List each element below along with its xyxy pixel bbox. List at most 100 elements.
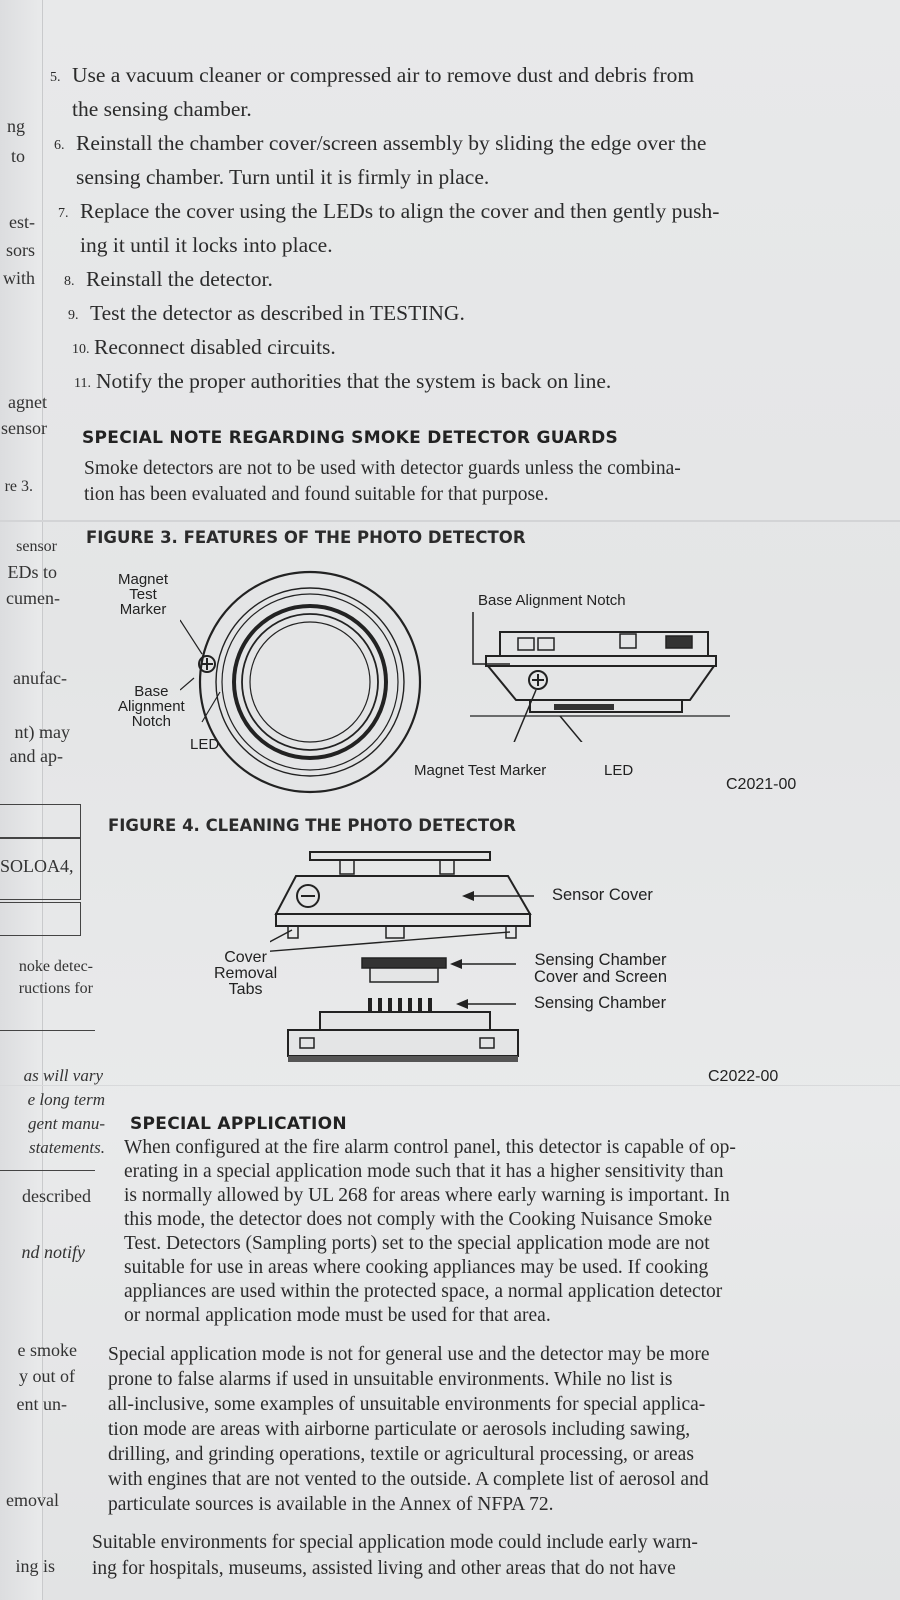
label-line: Cover [224,949,267,966]
para-line: When configured at the fire alarm contro… [124,1137,736,1158]
special-application-para2: Special application mode is not for gene… [108,1342,898,1517]
para-line: this mode, the detector does not comply … [124,1209,713,1230]
base-alignment-notch-label: Base Alignment Notch [118,684,185,729]
left-fragment: e smoke [17,1340,77,1360]
leader-arrows [450,891,534,1009]
left-fragment: ent un- [16,1394,67,1414]
para-line: Special application mode is not for gene… [108,1344,710,1365]
para-line: is normally allowed by UL 268 for areas … [124,1185,730,1206]
para-line: prone to false alarms if used in unsuita… [108,1369,673,1390]
step-item: 11. Notify the proper authorities that t… [74,364,870,398]
label-line: Test [129,586,157,603]
left-fragment: statements. [28,1138,105,1157]
left-fragment: EDs to [7,562,58,582]
para-line: suitable for use in areas where cooking … [124,1257,709,1278]
left-fragment: est- [9,212,35,232]
step-number: 10. [72,342,90,357]
step-number: 8. [64,274,75,289]
para-line: ing for hospitals, museums, assisted liv… [92,1558,676,1579]
left-fragment: to [10,146,25,166]
para-line: all-inclusive, some examples of unsuitab… [108,1394,706,1415]
figure4-caption: FIGURE 4. CLEANING THE PHOTO DETECTOR [108,816,516,835]
left-rule [0,1170,95,1171]
left-fragment: emoval [6,1490,59,1510]
cover-removal-tabs-label: Cover Removal Tabs [214,950,277,998]
special-note-heading: SPECIAL NOTE REGARDING SMOKE DETECTOR GU… [82,428,619,448]
figure3-code: C2021-00 [726,776,797,793]
left-fragment: gent manu- [28,1114,105,1133]
led-label-right: LED [604,762,634,779]
left-fragment: SOLOA4, [0,856,74,876]
left-fragment: anufac- [13,668,67,688]
left-fragment: cumen- [6,588,60,608]
step-line: Test the detector as described in TESTIN… [90,301,465,325]
step-number: 11. [74,376,91,391]
page-fold-shadow [0,0,43,1600]
step-number: 9. [68,308,79,323]
left-fragment: noke detec- [18,958,93,975]
step-item: 9. Test the detector as described in TES… [68,296,870,330]
left-fragment: described [22,1186,91,1206]
step-item: 10. Reconnect disabled circuits. [72,330,870,364]
step-item: 8. Reinstall the detector. [64,262,870,296]
step-line: Use a vacuum cleaner or compressed air t… [72,63,695,87]
sensing-chamber-label: Sensing Chamber [534,994,667,1012]
figure3-caption: FIGURE 3. FEATURES OF THE PHOTO DETECTOR [86,528,526,547]
special-application-heading: SPECIAL APPLICATION [130,1114,347,1134]
para-line: appliances are used within the protected… [124,1281,723,1302]
step-item: 6. Reinstall the chamber cover/screen as… [54,126,870,194]
left-column-cutoff: ng to est- sors with agnet sensor re 3. … [0,0,105,1600]
label-line: Tabs [228,981,263,998]
label-line: Notch [131,713,171,730]
para-line: Test. Detectors (Sampling ports) set to … [124,1233,710,1254]
paper-crease [0,520,900,522]
para-line: with engines that are not vented to the … [108,1469,709,1490]
left-fragment: e long term [27,1090,105,1109]
special-note-line: tion has been evaluated and found suitab… [84,484,549,505]
left-fragment: sensor [16,538,57,555]
special-note-body: Smoke detectors are not to be used with … [84,456,864,508]
photo-detector-side-view [470,612,730,742]
left-fragment: and ap- [9,746,63,766]
para-line: Suitable environments for special applic… [92,1532,698,1553]
left-fragment: re 3. [4,478,33,495]
left-fragment: ructions for [18,980,93,997]
left-fragment: ng [7,116,25,136]
step-item: 5. Use a vacuum cleaner or compressed ai… [50,58,870,126]
sensing-chamber-cover-label: Sensing Chamber Cover and Screen [534,952,667,986]
step-line: Reinstall the detector. [86,267,273,291]
sensor-cover-label: Sensor Cover [552,886,653,904]
step-line: ing it until it locks into place. [80,233,333,257]
left-rule [0,1030,95,1031]
left-fragment: y out of [19,1366,75,1386]
base-alignment-notch-label-right: Base Alignment Notch [478,592,626,609]
left-fragment: nd notify [21,1242,86,1262]
magnet-test-marker-label-right: Magnet Test Marker [414,762,547,779]
maintenance-steps: 5. Use a vacuum cleaner or compressed ai… [50,58,870,398]
step-line: Replace the cover using the LEDs to alig… [80,199,720,223]
label-line: Removal [214,965,278,982]
label-line: Alignment [118,698,185,715]
step-item: 7. Replace the cover using the LEDs to a… [58,194,870,262]
step-number: 7. [58,206,69,221]
label-line: Sensing Chamber [534,951,667,969]
left-fragment: ing is [15,1556,55,1576]
left-fragment: sensor [1,418,47,438]
magnet-test-marker-label: Magnet Test Marker [118,572,168,617]
left-fragment: as will vary [23,1066,103,1085]
paper-crease-lower [0,1085,900,1086]
label-line: Magnet [118,571,169,588]
step-line: sensing chamber. Turn until it is firmly… [76,165,490,189]
para-line: particulate sources is available in the … [108,1494,554,1515]
left-fragment: with [2,268,35,288]
left-fragment: nt) may [14,722,71,742]
label-line: Cover and Screen [534,968,667,986]
cleaning-exploded-view [270,851,532,1062]
step-line: Reinstall the chamber cover/screen assem… [76,131,707,155]
left-fragment: sors [5,240,35,260]
step-number: 6. [54,138,65,153]
step-number: 5. [50,70,61,85]
left-table-cell [0,838,81,900]
figure4-code: C2022-00 [708,1068,779,1085]
step-line: the sensing chamber. [72,97,252,121]
